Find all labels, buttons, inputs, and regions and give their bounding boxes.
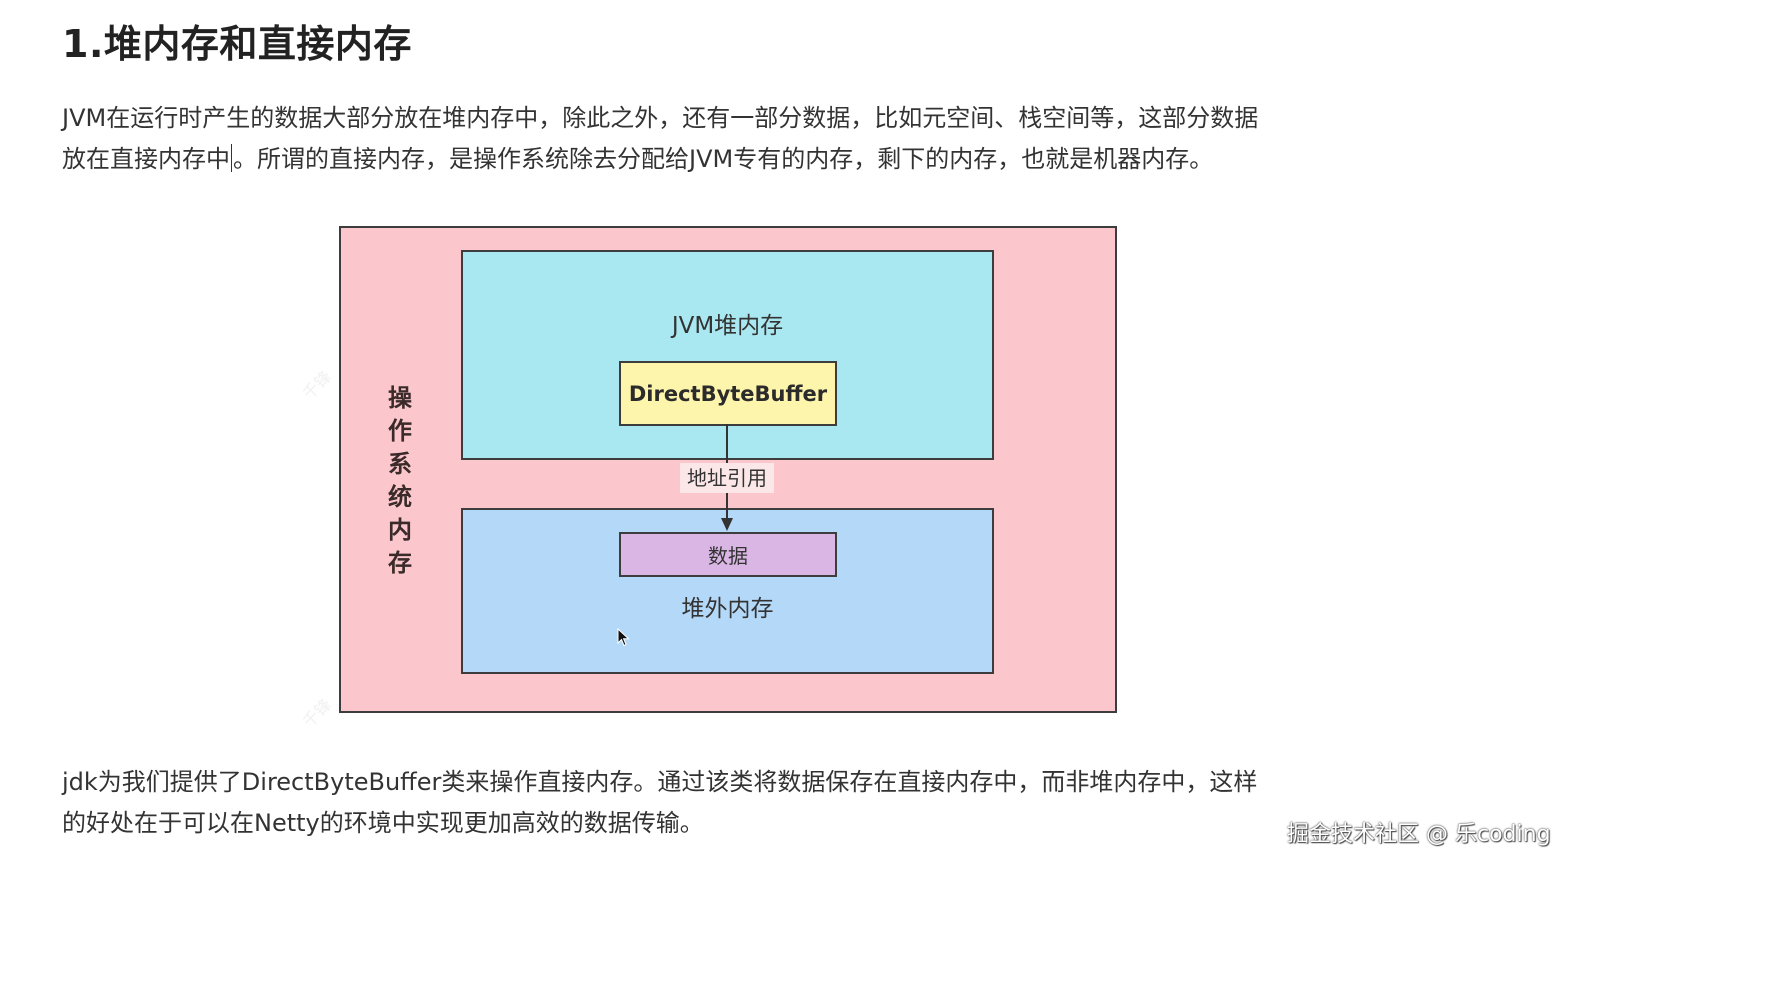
jvm-heap-label: JVM堆内存 (671, 313, 784, 339)
conclusion-line-1: jdk为我们提供了DirectByteBuffer类来操作直接内存。通过该类将数… (62, 768, 1258, 796)
text-caret (231, 144, 232, 172)
conclusion-paragraph: jdk为我们提供了DirectByteBuffer类来操作直接内存。通过该类将数… (62, 762, 1257, 844)
mouse-pointer-icon (617, 628, 630, 647)
intro-line-2: 放在直接内存中。所谓的直接内存，是操作系统除去分配给JVM专有的内存，剩下的内存… (62, 139, 1258, 180)
os-memory-label: 操作系统内存 (388, 384, 412, 577)
watermark: 千锋 (299, 695, 336, 732)
off-heap-label: 堆外内存 (681, 596, 774, 622)
data-box: 数据 (619, 532, 837, 577)
intro-line-2-end: 。所谓的直接内存，是操作系统除去分配给JVM专有的内存，剩下的内存，也就是机器内… (233, 145, 1214, 173)
watermark: 千锋 (299, 367, 336, 404)
credit-watermark: 掘金技术社区 @ 乐coding (1287, 822, 1551, 847)
section-heading: 1.堆内存和直接内存 (62, 22, 412, 66)
intro-line-2-start: 放在直接内存中 (62, 145, 230, 173)
jvm-heap-box (461, 250, 994, 460)
conclusion-line-2: 的好处在于可以在Netty的环境中实现更加高效的数据传输。 (62, 809, 704, 837)
intro-paragraph: JVM在运行时产生的数据大部分放在堆内存中，除此之外，还有一部分数据，比如元空间… (62, 98, 1258, 180)
os-memory-box (339, 226, 1117, 713)
address-reference-label: 地址引用 (680, 463, 774, 493)
intro-line-1: JVM在运行时产生的数据大部分放在堆内存中，除此之外，还有一部分数据，比如元空间… (62, 104, 1259, 132)
direct-byte-buffer-box: DirectByteBuffer (619, 361, 837, 426)
off-heap-box (461, 508, 994, 674)
